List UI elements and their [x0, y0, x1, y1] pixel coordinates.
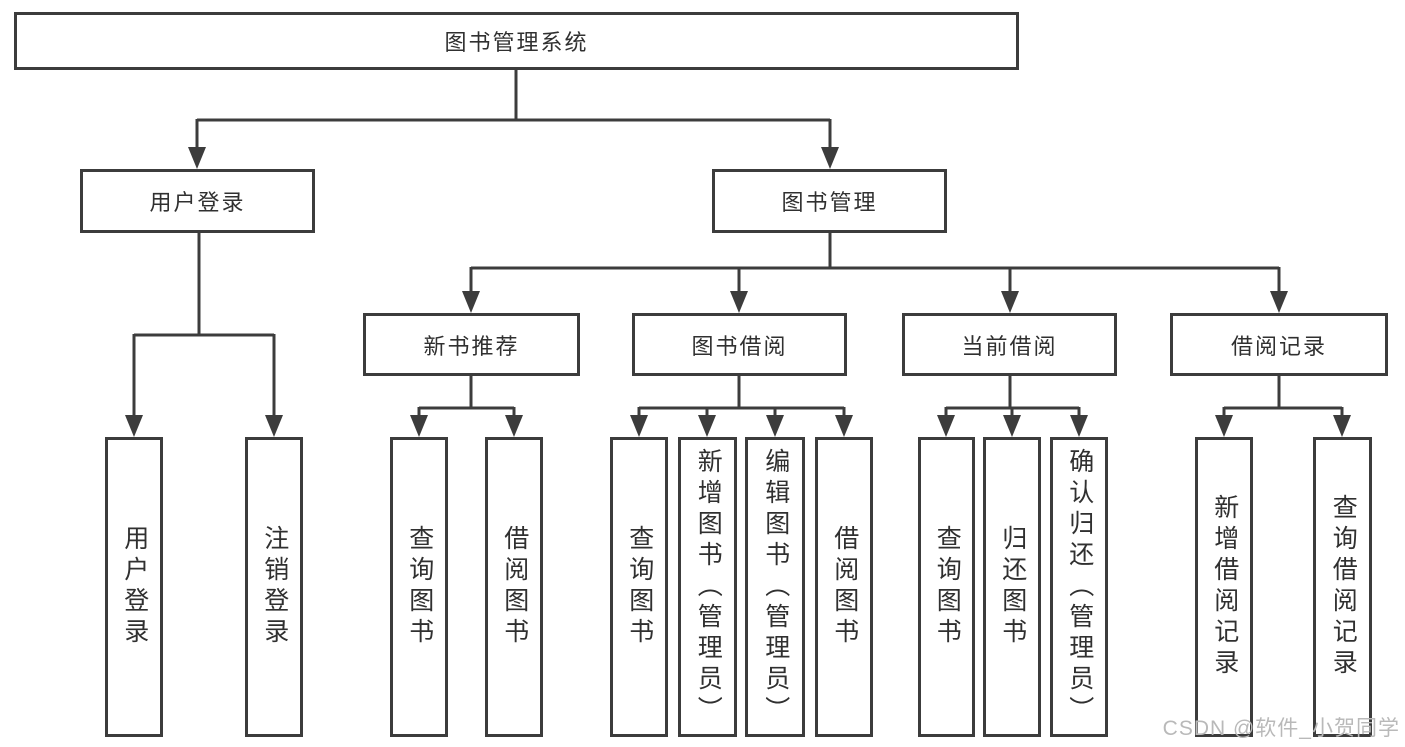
leaf-query-books-current: 查询图书 — [918, 437, 975, 737]
leaf-add-borrow-record: 新增借阅记录 — [1195, 437, 1253, 737]
leaf-add-book-admin-label: 新增图书（管理员） — [694, 447, 723, 727]
leaf-query-borrow-record: 查询借阅记录 — [1313, 437, 1372, 737]
leaf-borrow-books-recommend: 借阅图书 — [485, 437, 543, 737]
node-current-borrowing: 当前借阅 — [902, 313, 1117, 376]
node-user-login: 用户登录 — [80, 169, 315, 233]
leaf-query-borrow-record-label: 查询借阅记录 — [1329, 494, 1358, 680]
node-book-management: 图书管理 — [712, 169, 947, 233]
branch-current-borrowing — [937, 376, 1088, 437]
leaf-add-borrow-record-label: 新增借阅记录 — [1210, 494, 1239, 680]
branch-root — [188, 70, 839, 169]
leaf-confirm-return-admin-label: 确认归还（管理员） — [1065, 447, 1094, 727]
branch-user-login — [125, 233, 283, 437]
leaf-borrow-books-borrowing: 借阅图书 — [815, 437, 873, 737]
node-root: 图书管理系统 — [14, 12, 1019, 70]
leaf-add-book-admin: 新增图书（管理员） — [678, 437, 737, 737]
node-user-login-label: 用户登录 — [149, 190, 246, 215]
branch-book-management — [462, 233, 1288, 313]
node-book-borrowing: 图书借阅 — [632, 313, 847, 376]
leaf-query-books-current-label: 查询图书 — [933, 525, 962, 649]
node-root-label: 图书管理系统 — [444, 30, 589, 55]
leaf-edit-book-admin-label: 编辑图书（管理员） — [761, 447, 790, 727]
leaf-return-book: 归还图书 — [983, 437, 1041, 737]
leaf-borrow-books-borrowing-label: 借阅图书 — [830, 525, 859, 649]
node-book-management-label: 图书管理 — [781, 190, 878, 215]
leaf-user-login-label: 用户登录 — [120, 525, 149, 649]
leaf-query-books-borrowing: 查询图书 — [610, 437, 668, 737]
leaf-confirm-return-admin: 确认归还（管理员） — [1050, 437, 1108, 737]
watermark: CSDN @软件_小贺同学 — [1162, 717, 1400, 740]
leaf-logout: 注销登录 — [245, 437, 303, 737]
leaf-edit-book-admin: 编辑图书（管理员） — [745, 437, 805, 737]
leaf-return-book-label: 归还图书 — [998, 525, 1027, 649]
node-current-borrowing-label: 当前借阅 — [961, 333, 1058, 359]
leaf-query-books-recommend: 查询图书 — [390, 437, 448, 737]
node-new-book-recommend-label: 新书推荐 — [423, 333, 520, 359]
node-borrowing-records: 借阅记录 — [1170, 313, 1388, 376]
node-new-book-recommend: 新书推荐 — [363, 313, 580, 376]
branch-book-borrowing — [630, 376, 853, 437]
node-book-borrowing-label: 图书借阅 — [691, 333, 788, 359]
leaf-query-books-borrowing-label: 查询图书 — [625, 525, 654, 649]
branch-new-book-recommend — [410, 376, 523, 437]
leaf-logout-label: 注销登录 — [260, 525, 289, 649]
leaf-query-books-recommend-label: 查询图书 — [405, 525, 434, 649]
branch-borrowing-records — [1215, 376, 1351, 437]
leaf-borrow-books-recommend-label: 借阅图书 — [500, 525, 529, 649]
node-borrowing-records-label: 借阅记录 — [1230, 333, 1327, 359]
leaf-user-login: 用户登录 — [105, 437, 163, 737]
